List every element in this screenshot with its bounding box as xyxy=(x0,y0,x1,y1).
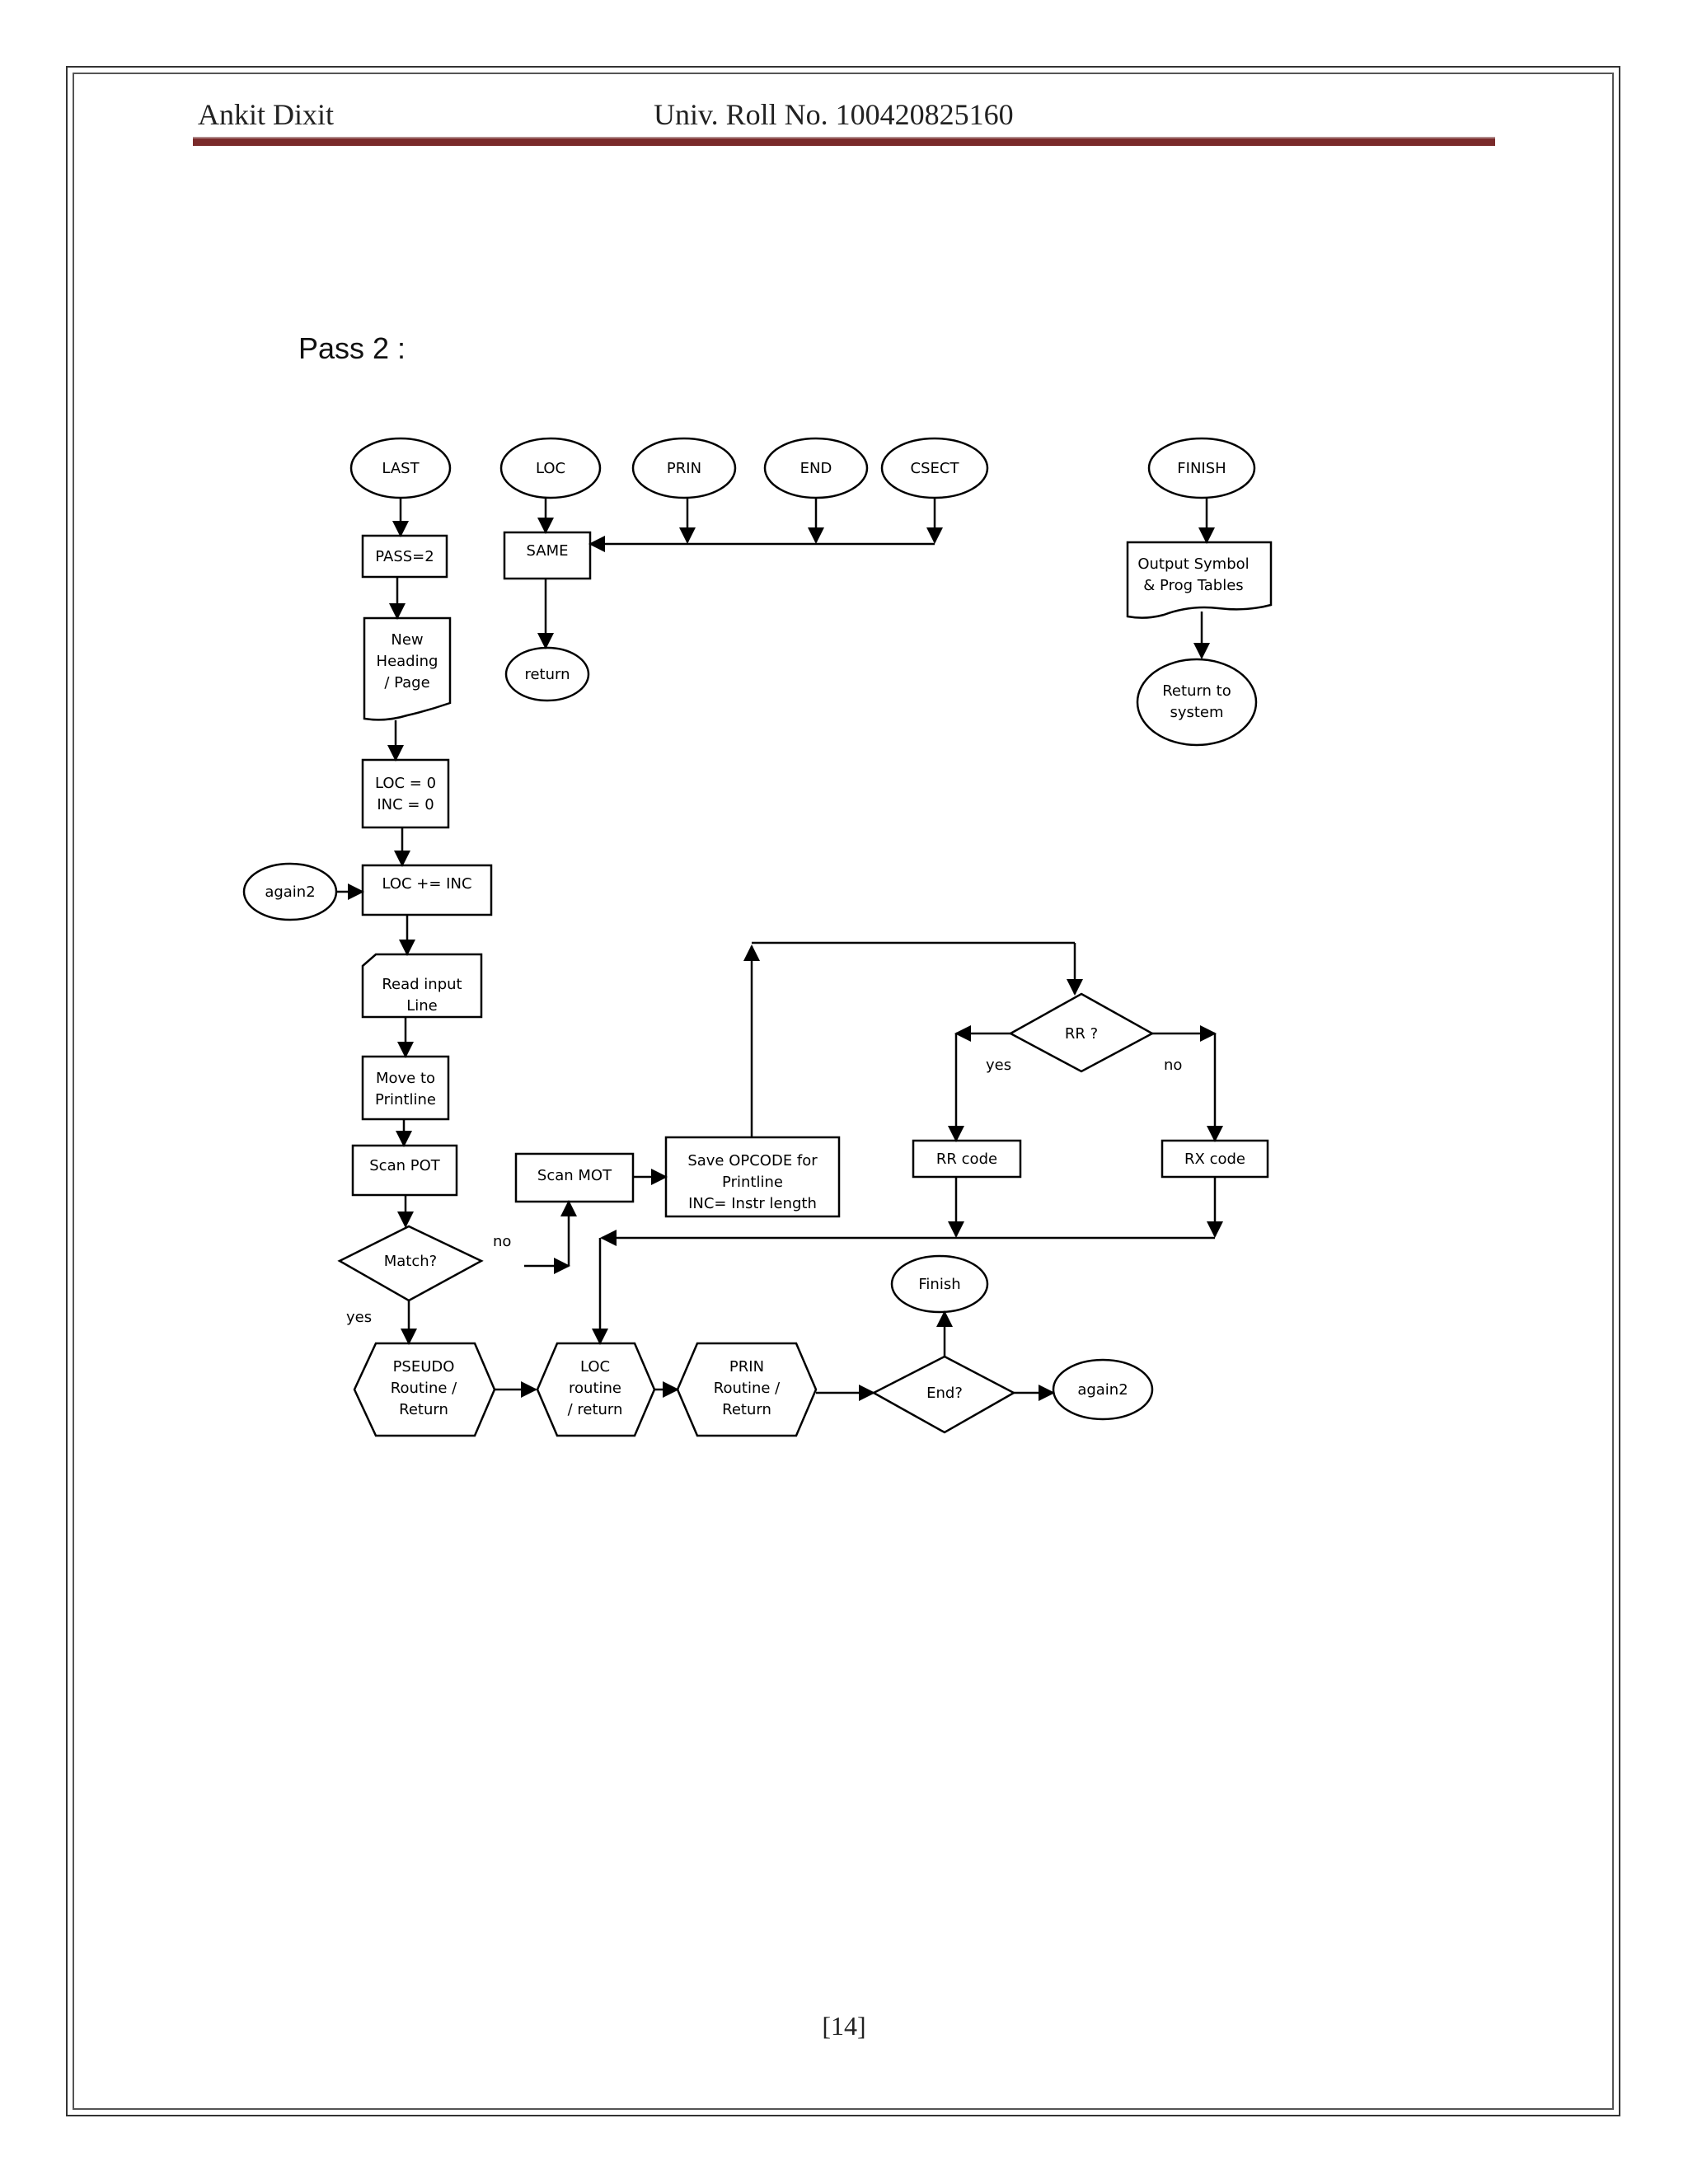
node-pseudo-line1: PSEUDO xyxy=(393,1358,455,1376)
node-again2-right: again2 xyxy=(1052,1358,1154,1421)
diagram-caption: Pass 2 : xyxy=(298,331,406,365)
node-pseudo-line2: Routine / xyxy=(391,1380,457,1397)
page-border-inner xyxy=(73,73,1614,2110)
node-read-line1: Read input xyxy=(382,976,462,993)
node-locinit-line1: LOC = 0 xyxy=(375,775,436,792)
node-locroutine-line1: LOC xyxy=(580,1358,610,1376)
node-last: LAST xyxy=(349,437,452,499)
label-yes-match: yes xyxy=(346,1309,372,1326)
node-again2-left-label: again2 xyxy=(265,883,315,901)
node-finish2-label: Finish xyxy=(918,1276,960,1293)
node-read-input: Read input Line xyxy=(361,953,483,1019)
label-yes-rr: yes xyxy=(986,1057,1011,1074)
node-end-label: END xyxy=(800,460,832,477)
node-csect: CSECT xyxy=(880,437,989,499)
node-read-line2: Line xyxy=(406,997,438,1015)
node-scanpot-label: Scan POT xyxy=(369,1157,441,1174)
header-rule xyxy=(193,137,1495,146)
node-retsys-line2: system xyxy=(1170,704,1223,721)
node-heading-line3: / Page xyxy=(384,674,429,691)
node-rr-decision: RR ? xyxy=(1008,992,1155,1073)
node-locinc-label: LOC += INC xyxy=(382,875,471,893)
node-move-line1: Move to xyxy=(376,1070,435,1087)
node-loc-routine: LOC routine / return xyxy=(536,1342,656,1437)
node-loc: LOC xyxy=(499,437,602,499)
node-finish-small: Finish xyxy=(890,1254,989,1314)
node-finish-label: FINISH xyxy=(1177,460,1226,477)
node-match-label: Match? xyxy=(384,1253,437,1270)
node-save-line2: Printline xyxy=(722,1174,783,1191)
node-prin-routine: PRIN Routine / Return xyxy=(676,1342,818,1437)
node-output-line1: Output Symbol xyxy=(1137,555,1249,573)
node-locinit: LOC = 0 INC = 0 xyxy=(361,758,450,829)
node-pass2-label: PASS=2 xyxy=(375,548,434,565)
node-return: return xyxy=(504,646,590,702)
node-prinroutine-line2: Routine / xyxy=(714,1380,781,1397)
node-move-line2: Printline xyxy=(375,1091,436,1108)
node-scan-pot: Scan POT xyxy=(351,1144,458,1197)
node-pass2: PASS=2 xyxy=(361,534,448,579)
node-save-opcode: Save OPCODE for Printline INC= Instr len… xyxy=(664,1136,841,1218)
node-locroutine-line2: routine xyxy=(569,1380,621,1397)
node-last-label: LAST xyxy=(382,460,420,477)
node-same-label: SAME xyxy=(527,542,569,560)
node-pseudo-routine: PSEUDO Routine / Return xyxy=(353,1342,496,1437)
label-no-rr: no xyxy=(1164,1057,1182,1074)
node-locinit-line2: INC = 0 xyxy=(377,796,434,813)
node-rr-label: RR ? xyxy=(1065,1025,1098,1043)
node-rrcode-label: RR code xyxy=(936,1151,997,1168)
node-locinc: LOC += INC xyxy=(361,864,493,916)
node-prin: PRIN xyxy=(631,437,737,499)
node-pseudo-line3: Return xyxy=(399,1401,448,1418)
node-prin-label: PRIN xyxy=(667,460,701,477)
node-heading: New Heading / Page xyxy=(363,616,452,721)
node-match-decision: Match? xyxy=(337,1225,484,1302)
page-border-outer xyxy=(66,66,1620,2116)
node-heading-line2: Heading xyxy=(377,653,438,670)
node-same: SAME xyxy=(503,531,592,580)
node-prinroutine-line3: Return xyxy=(722,1401,771,1418)
node-output-tables: Output Symbol & Prog Tables xyxy=(1126,541,1273,619)
node-output-line2: & Prog Tables xyxy=(1143,577,1243,594)
node-rx-code: RX code xyxy=(1160,1139,1269,1179)
header-author-name: Ankit Dixit xyxy=(198,98,335,131)
node-end-decision: End? xyxy=(871,1355,1016,1434)
header-roll-number: Univ. Roll No. 100420825160 xyxy=(654,98,1014,131)
node-save-line1: Save OPCODE for xyxy=(687,1152,818,1169)
node-end: END xyxy=(763,437,869,499)
node-rr-code: RR code xyxy=(912,1139,1022,1179)
node-save-line3: INC= Instr length xyxy=(688,1195,817,1212)
node-again2-right-label: again2 xyxy=(1077,1381,1128,1399)
node-return-system: Return to system xyxy=(1136,658,1258,747)
node-loc-label: LOC xyxy=(536,460,565,477)
page-number: [14] xyxy=(822,2011,866,2041)
node-heading-line1: New xyxy=(391,631,423,649)
label-no-match: no xyxy=(493,1233,511,1250)
node-rxcode-label: RX code xyxy=(1184,1151,1245,1168)
node-end2-label: End? xyxy=(926,1385,963,1402)
node-scanmot-label: Scan MOT xyxy=(537,1167,612,1184)
node-locroutine-line3: / return xyxy=(568,1401,623,1418)
node-return-label: return xyxy=(524,666,570,683)
node-csect-label: CSECT xyxy=(911,460,960,477)
node-move-printline: Move to Printline xyxy=(361,1055,450,1121)
node-finish: FINISH xyxy=(1147,437,1256,499)
node-prinroutine-line1: PRIN xyxy=(729,1358,764,1376)
node-again2-left: again2 xyxy=(242,862,338,921)
node-scan-mot: Scan MOT xyxy=(514,1152,635,1203)
node-retsys-line1: Return to xyxy=(1162,682,1231,700)
